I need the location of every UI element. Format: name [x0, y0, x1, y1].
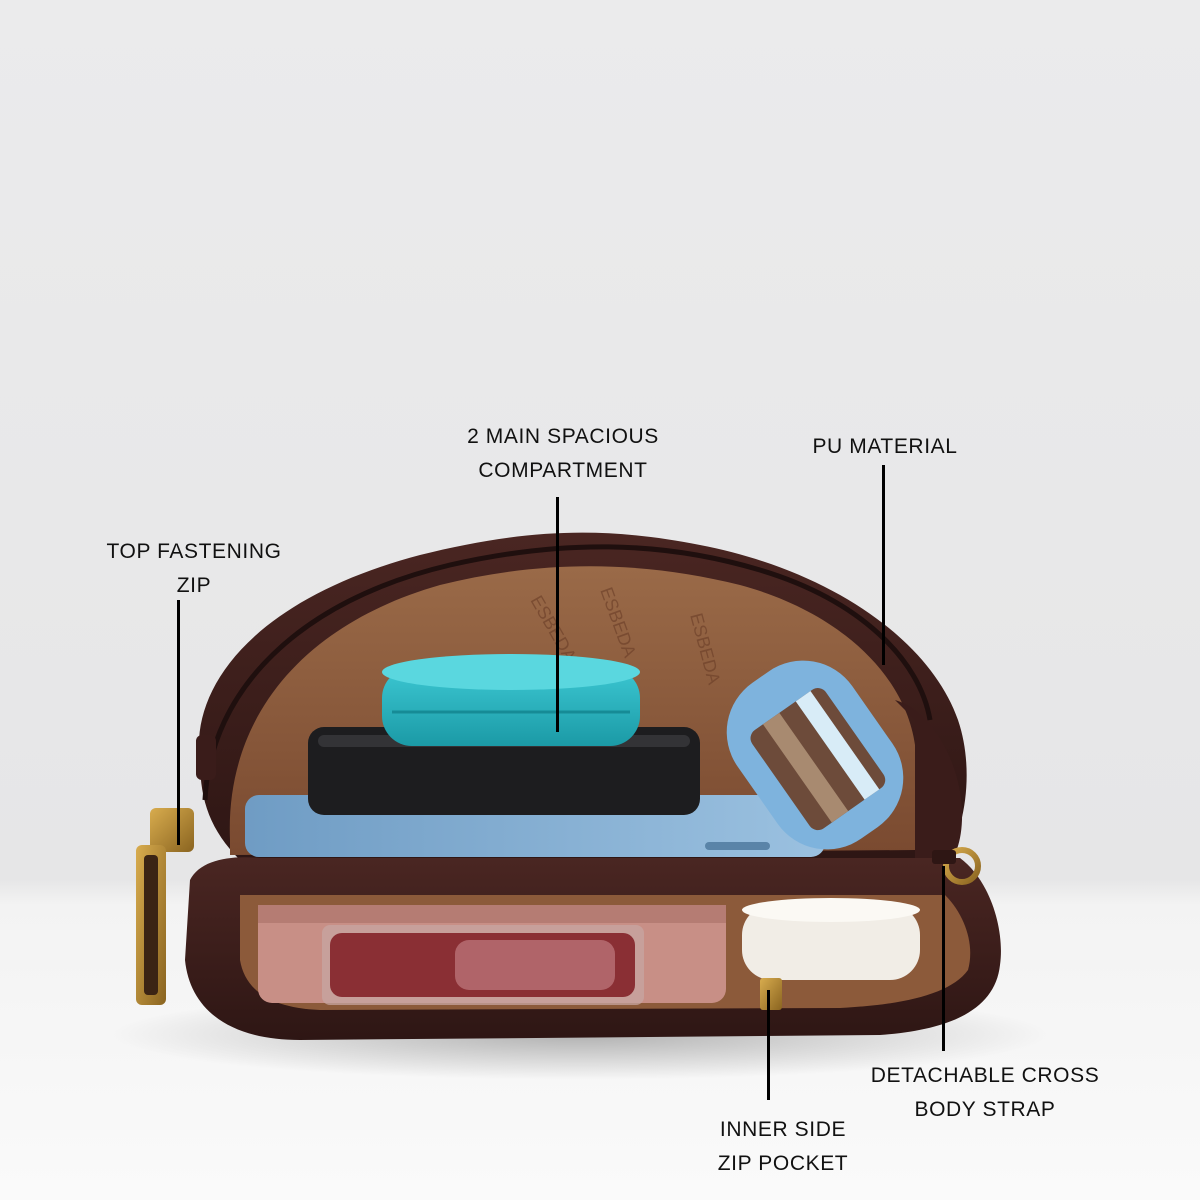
leader-line-main-compartment: [556, 497, 559, 732]
callout-line: DETACHABLE CROSS: [870, 1064, 1100, 1087]
top-zip-puller: [136, 808, 194, 1005]
callout-pu-material: PU MATERIAL: [790, 430, 980, 464]
wallet-edge: [258, 905, 726, 923]
black-power-bank: [308, 727, 700, 815]
leader-line-zip-pocket: [767, 990, 770, 1100]
phone-side-button: [705, 842, 770, 850]
callout-line: INNER SIDE: [719, 1118, 847, 1141]
top-zip-track: [202, 544, 933, 801]
blue-travel-bottle: [726, 660, 904, 850]
strap-d-ring: [932, 847, 981, 885]
callout-detachable-strap: DETACHABLE CROSS BODY STRAP: [850, 1059, 1120, 1127]
leader-line-strap: [942, 866, 945, 1051]
callout-line: ZIP: [176, 574, 212, 597]
bag-side-gusset: [895, 700, 963, 868]
leader-line-pu-material: [882, 465, 885, 665]
strap-tab-left: [196, 735, 216, 780]
callout-top-fastening-zip: TOP FASTENING ZIP: [94, 535, 294, 603]
callout-line: ZIP POCKET: [717, 1152, 849, 1175]
callout-line: PU MATERIAL: [812, 435, 958, 458]
callout-inner-zip-pocket: INNER SIDE ZIP POCKET: [700, 1113, 866, 1181]
callout-line: TOP FASTENING: [106, 540, 282, 563]
callout-line: 2 MAIN SPACIOUS: [467, 425, 659, 448]
callout-line: BODY STRAP: [914, 1098, 1056, 1121]
leader-line-top-zip: [177, 600, 180, 845]
inner-zip-pull: [760, 978, 782, 1010]
lip-gloss: [322, 925, 644, 1005]
tin-lid: [382, 654, 640, 690]
white-compact: [742, 905, 920, 980]
white-compact-lid: [742, 898, 920, 922]
callout-main-compartment: 2 MAIN SPACIOUS COMPARTMENT: [445, 420, 681, 488]
callout-line: COMPARTMENT: [478, 459, 648, 482]
